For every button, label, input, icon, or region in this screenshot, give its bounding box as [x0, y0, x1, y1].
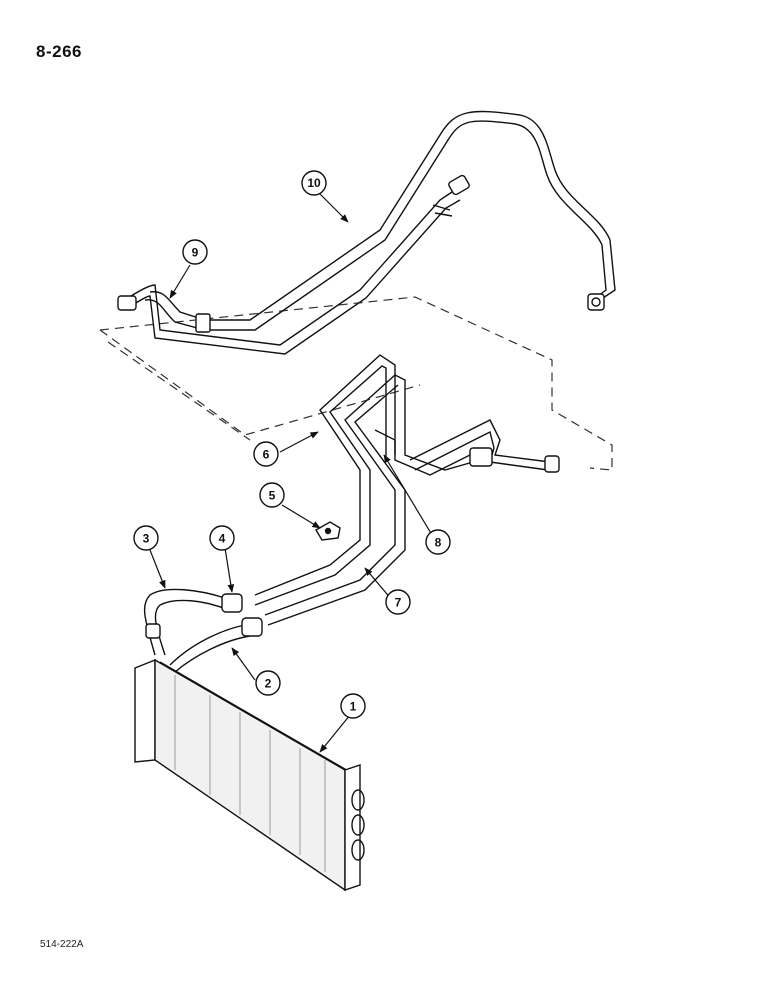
callout-3: 3 [133, 525, 159, 551]
clamp-4 [145, 593, 263, 639]
svg-text:10: 10 [307, 176, 321, 190]
leader-8 [383, 454, 436, 541]
svg-text:1: 1 [350, 700, 357, 714]
tube-6 [254, 354, 471, 606]
oil-cooler [134, 658, 365, 892]
svg-text:7: 7 [395, 596, 402, 610]
leader-9 [169, 264, 191, 299]
leader-2 [231, 647, 256, 681]
leader-4 [224, 547, 235, 593]
svg-text:2: 2 [265, 677, 272, 691]
leader-5 [281, 504, 321, 529]
leader-3 [149, 549, 166, 589]
mounting-outline [99, 296, 613, 471]
leader-7 [364, 567, 393, 601]
callout-2: 2 [255, 670, 281, 696]
svg-text:3: 3 [143, 532, 150, 546]
hose-2 [169, 624, 251, 673]
callout-6: 6 [253, 441, 279, 467]
callout-9: 9 [182, 239, 208, 265]
page-number: 8-266 [36, 42, 82, 61]
svg-text:9: 9 [192, 246, 199, 260]
callout-4: 4 [209, 525, 235, 551]
callout-10: 10 [301, 170, 327, 196]
svg-text:8: 8 [435, 536, 442, 550]
leader-6 [279, 431, 319, 453]
callout-7: 7 [385, 589, 411, 615]
leader-1 [319, 714, 351, 753]
tube-8 [374, 419, 560, 473]
hose-3 [143, 588, 229, 656]
callout-5: 5 [259, 482, 285, 508]
callout-leaders [149, 191, 436, 753]
figure-code: 514-222A [40, 939, 84, 950]
callouts: 1 2 3 4 5 6 7 8 [133, 170, 451, 719]
tube-7 [264, 374, 481, 626]
clip-5 [315, 521, 341, 541]
svg-text:4: 4 [219, 532, 226, 546]
callout-1: 1 [340, 693, 366, 719]
callout-8: 8 [425, 529, 451, 555]
leader-10 [317, 191, 349, 223]
tube-10 [144, 110, 616, 331]
tube-9 [117, 174, 470, 355]
svg-text:6: 6 [263, 448, 270, 462]
svg-text:5: 5 [269, 489, 276, 503]
